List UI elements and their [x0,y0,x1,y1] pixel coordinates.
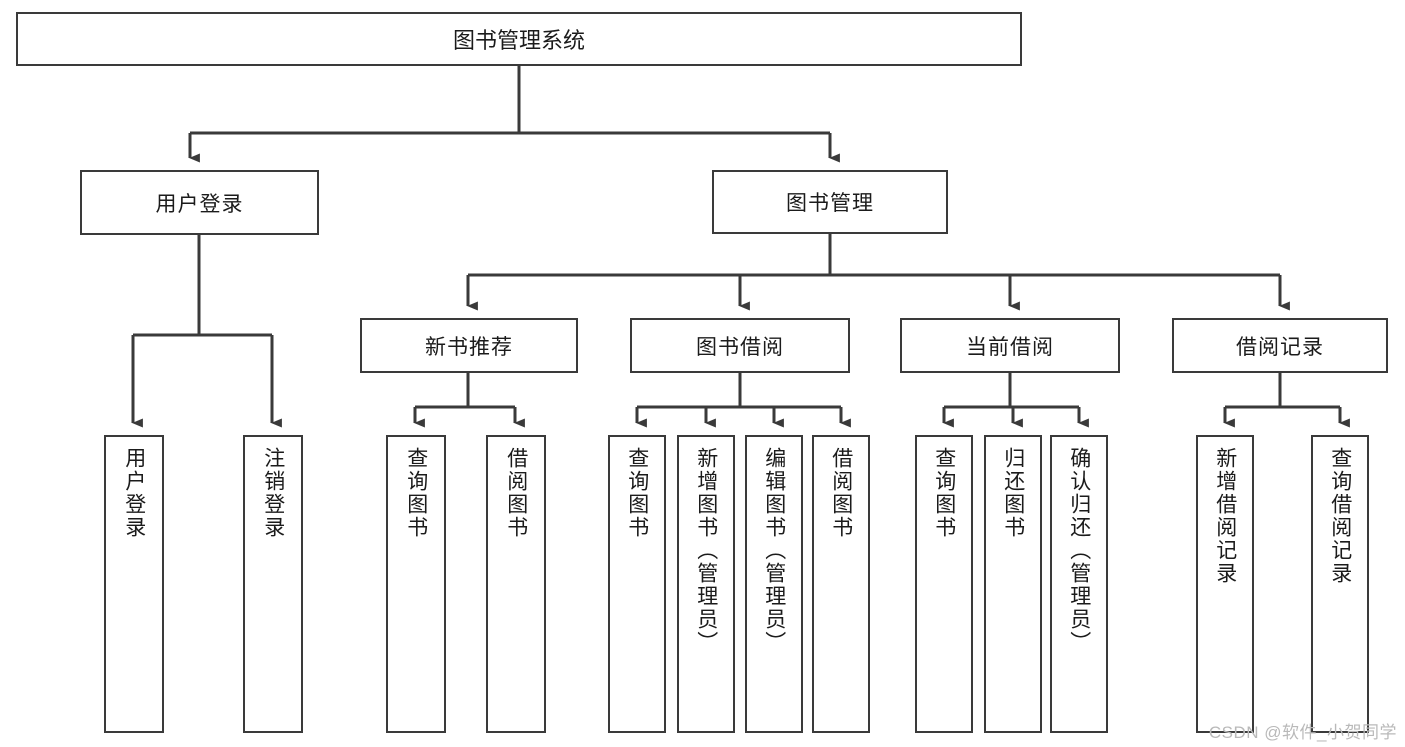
leaf-borrow-edit-book[interactable]: 编辑图书（管理员） [745,435,803,733]
leaf-borrow-borrow-book[interactable]: 借阅图书 [812,435,870,733]
node-book-management-label: 图书管理 [786,192,874,215]
leaf-record-query-record[interactable]: 查询借阅记录 [1311,435,1369,733]
leaf-record-add-record[interactable]: 新增借阅记录 [1196,435,1254,733]
leaf-current-return-book[interactable]: 归还图书 [984,435,1042,733]
leaf-current-confirm-return[interactable]: 确认归还（管理员） [1050,435,1108,733]
leaf-label: 查询图书 [932,447,956,539]
node-current-borrow[interactable]: 当前借阅 [900,318,1120,373]
leaf-label: 编辑图书（管理员） [762,447,786,654]
leaf-label: 新增图书（管理员） [694,447,718,654]
leaf-label: 查询借阅记录 [1328,447,1352,585]
watermark: CSDN @软件_小贺同学 [1208,723,1397,742]
leaf-borrow-add-book[interactable]: 新增图书（管理员） [677,435,735,733]
node-book-borrow[interactable]: 图书借阅 [630,318,850,373]
node-user-login[interactable]: 用户登录 [80,170,319,235]
leaf-label: 注销登录 [261,447,285,539]
node-root[interactable]: 图书管理系统 [16,12,1022,66]
node-new-book-recommend[interactable]: 新书推荐 [360,318,578,373]
leaf-label: 用户登录 [122,447,146,539]
node-borrow-record[interactable]: 借阅记录 [1172,318,1388,373]
node-current-borrow-label: 当前借阅 [966,335,1054,359]
leaf-label: 查询图书 [404,447,428,539]
leaf-new-book-borrow[interactable]: 借阅图书 [486,435,546,733]
leaf-label: 新增借阅记录 [1213,447,1237,585]
node-borrow-record-label: 借阅记录 [1236,335,1324,359]
leaf-borrow-query-book[interactable]: 查询图书 [608,435,666,733]
leaf-label: 归还图书 [1001,447,1025,539]
leaf-user-login-login[interactable]: 用户登录 [104,435,164,733]
leaf-label: 确认归还（管理员） [1067,447,1091,654]
leaf-label: 查询图书 [625,447,649,539]
node-root-label: 图书管理系统 [452,28,585,53]
leaf-label: 借阅图书 [504,447,528,539]
node-book-borrow-label: 图书借阅 [696,335,784,359]
leaf-user-login-logout[interactable]: 注销登录 [243,435,303,733]
leaf-new-book-query[interactable]: 查询图书 [386,435,446,733]
node-new-book-recommend-label: 新书推荐 [425,335,513,359]
leaf-label: 借阅图书 [829,447,853,539]
node-user-login-label: 用户登录 [155,192,244,216]
leaf-current-query-book[interactable]: 查询图书 [915,435,973,733]
node-book-management[interactable]: 图书管理 [712,170,948,234]
